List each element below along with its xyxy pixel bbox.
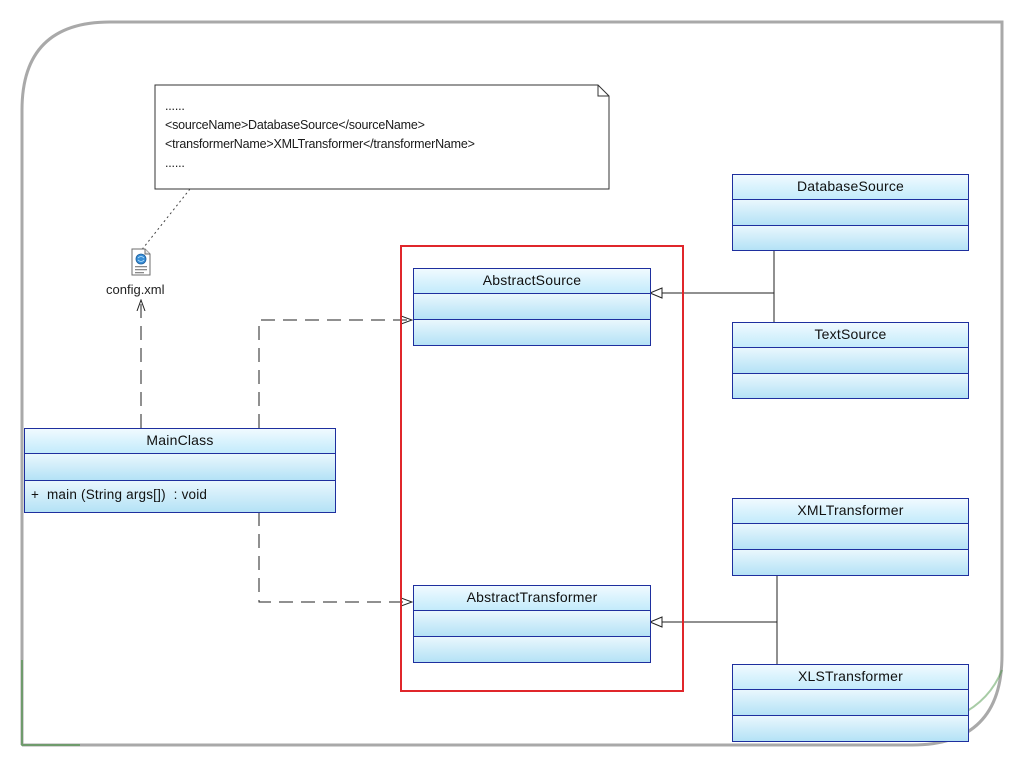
xml-file-icon[interactable] [129,248,153,276]
note-line: ...... [165,156,185,170]
class-name: AbstractTransformer [414,586,650,611]
class-abstract-source[interactable]: AbstractSource [413,268,651,346]
attributes-compartment [25,454,335,481]
class-text-source[interactable]: TextSource [732,322,969,399]
note-shape [154,84,610,190]
note-anchor-line [139,188,191,253]
note-line: <transformerName>XMLTransformer</transfo… [165,137,475,151]
class-name: MainClass [25,429,335,454]
dependency-abstract-source [258,320,412,428]
class-database-source[interactable]: DatabaseSource [732,174,969,251]
config-file-label: config.xml [106,282,165,297]
class-xml-transformer[interactable]: XMLTransformer [732,498,969,576]
class-main-class[interactable]: MainClass + main (String args[]) : void [24,428,336,513]
dependency-abstract-transformer [258,512,412,602]
operations-compartment: + main (String args[]) : void [25,481,335,512]
operations-compartment [733,716,968,741]
operations-compartment [733,373,968,398]
note-line: <sourceName>DatabaseSource</sourceName> [165,118,425,132]
class-name: XMLTransformer [733,499,968,524]
class-name: AbstractSource [414,269,650,294]
operations-compartment [733,225,968,250]
operations-compartment [733,550,968,575]
class-name: TextSource [733,323,968,348]
class-xls-transformer[interactable]: XLSTransformer [732,664,969,742]
attributes-compartment [733,690,968,716]
operations-compartment [414,637,650,662]
operation-main: + main (String args[]) : void [31,487,208,502]
operations-compartment [414,320,650,345]
note-line: ...... [165,99,185,113]
attributes-compartment [733,200,968,226]
attributes-compartment [733,348,968,374]
class-name: DatabaseSource [733,175,968,200]
class-name: XLSTransformer [733,665,968,690]
attributes-compartment [414,611,650,637]
attributes-compartment [414,294,650,320]
class-abstract-transformer[interactable]: AbstractTransformer [413,585,651,663]
abstract-layer-highlight [400,245,684,692]
attributes-compartment [733,524,968,550]
config-note: ...... <sourceName>DatabaseSource</sourc… [155,85,609,189]
